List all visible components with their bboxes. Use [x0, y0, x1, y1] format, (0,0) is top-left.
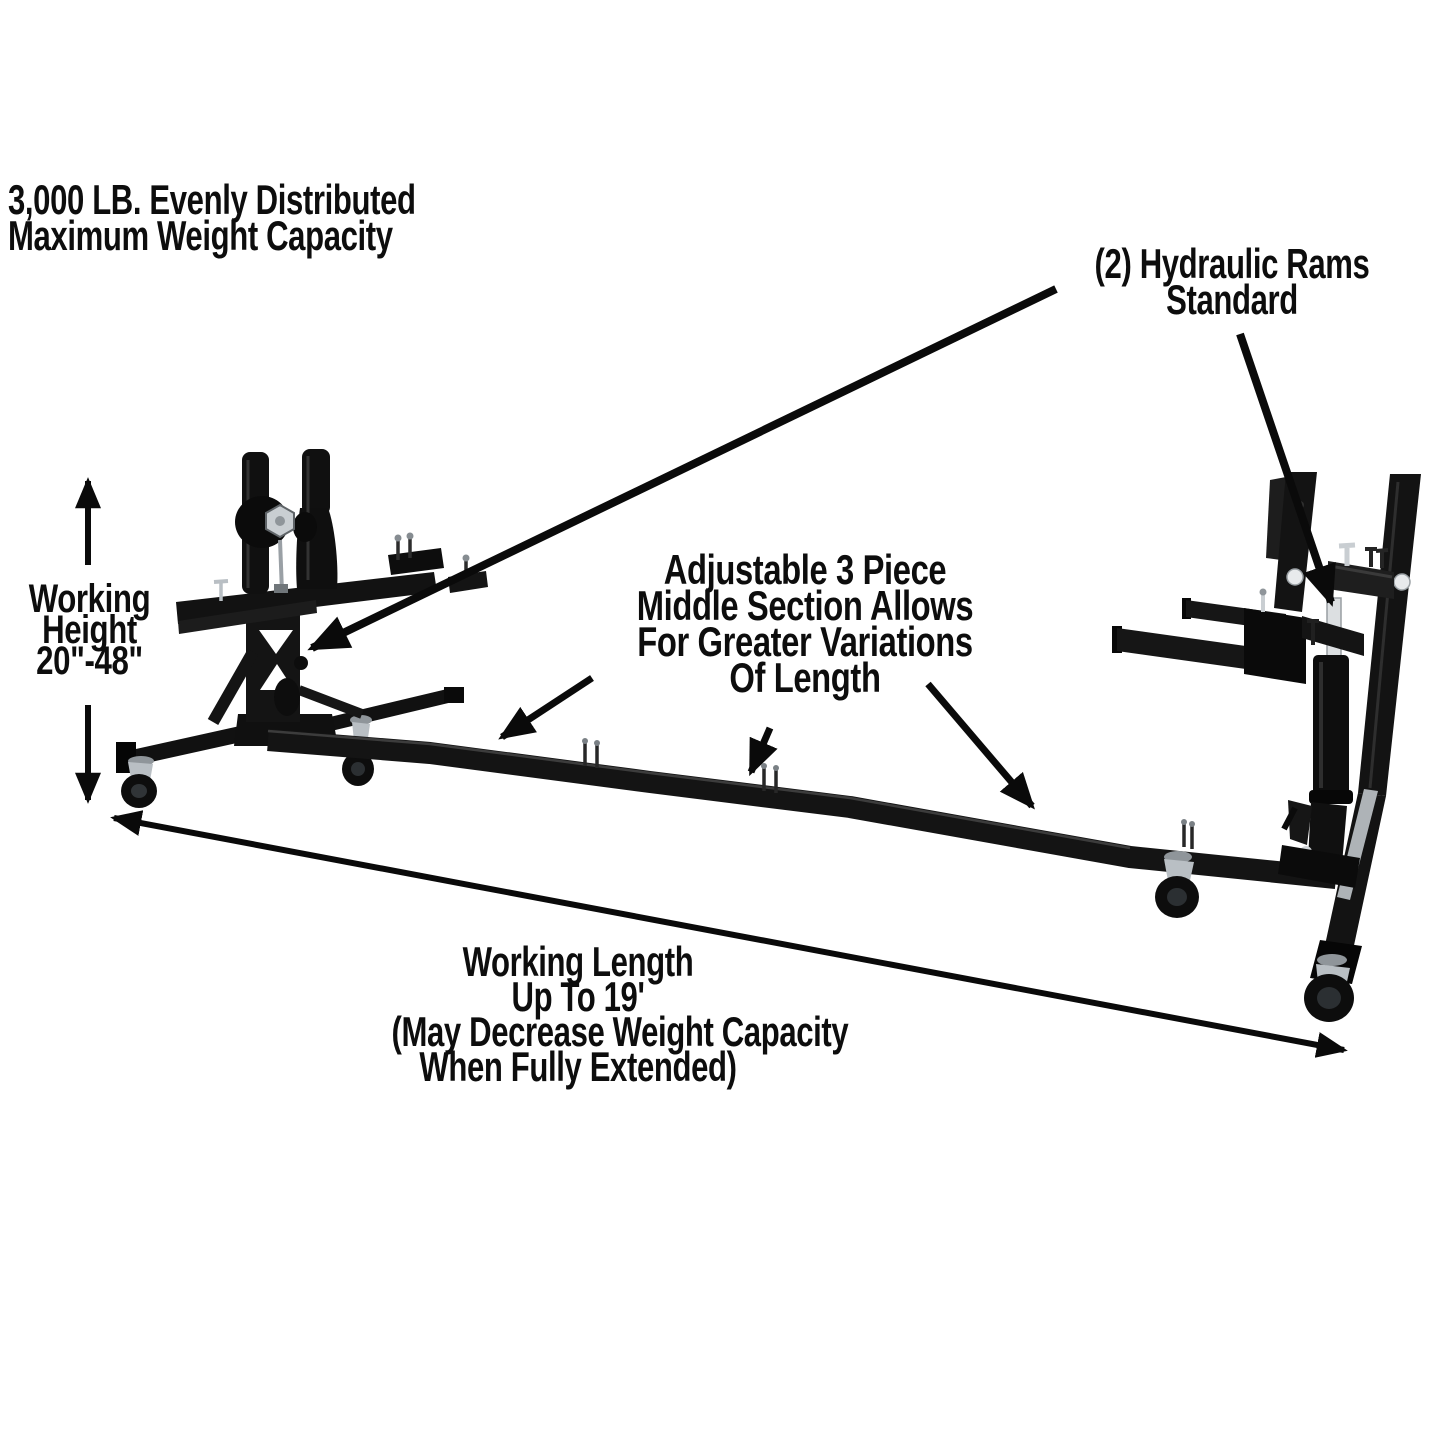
hydraulic-ram-pointer-right [1236, 332, 1336, 607]
annotation-arrows [75, 285, 1348, 1058]
working-length-arrow [110, 810, 1348, 1058]
left-a-frame-leg [207, 649, 259, 725]
working-length-callout: Working Length Up To 19' (May Decrease W… [391, 938, 849, 1090]
right-front-post [1274, 472, 1317, 612]
working-length-line-3: (May Decrease Weight Capacity [391, 1008, 849, 1055]
left-rear-bracket [388, 548, 444, 575]
right-rear-leg [1358, 474, 1421, 796]
foot-pedal [274, 678, 300, 716]
pivot-clamp [235, 496, 317, 593]
hydraulic-ram-cylinder [1313, 655, 1349, 795]
pump-bracket [1288, 800, 1312, 845]
middle-section-pointer-right [925, 681, 1035, 810]
working-height-line-1: Working [28, 577, 151, 621]
hydraulic-ram-pointer-left [307, 285, 1058, 652]
working-height-callout: Working Height 20"-48" [13, 577, 165, 683]
middle-section-line-1: Adjustable 3 Piece [663, 546, 947, 593]
left-stand [116, 449, 488, 808]
adjustment-pins [1338, 542, 1389, 568]
middle-section-line-3: For Greater Variations [637, 618, 973, 665]
working-height-line-2: Height [42, 608, 137, 652]
rams-line-2: Standard [1166, 276, 1298, 323]
working-height-line-3: 20"-48" [36, 639, 143, 683]
middle-section-pointer-center [747, 726, 778, 777]
middle-section-callout: Adjustable 3 Piece Middle Section Allows… [624, 546, 986, 701]
caster-front-left [121, 756, 157, 808]
max-capacity-callout: 3,000 LB. Evenly Distributed Maximum Wei… [8, 176, 416, 259]
middle-section-line-2: Middle Section Allows [636, 582, 974, 629]
working-length-line-1: Working Length [462, 938, 694, 985]
middle-section-pointer-left [498, 675, 594, 740]
working-length-line-2: Up To 19' [511, 973, 645, 1020]
right-stand [1112, 472, 1421, 1022]
left-support-table [176, 572, 437, 624]
hydraulic-rams-callout: (2) Hydraulic Rams Standard [1075, 240, 1389, 323]
working-length-line-4: When Fully Extended) [419, 1043, 737, 1090]
threaded-rod [278, 539, 284, 593]
left-post-rear [302, 449, 330, 515]
capacity-line-2: Maximum Weight Capacity [8, 212, 393, 259]
left-base-rear-arm [316, 688, 454, 734]
middle-section-line-4: Of Length [729, 654, 881, 701]
receiver-bracket [1244, 608, 1306, 684]
right-support-arms [1112, 588, 1364, 684]
rams-line-1: (2) Hydraulic Rams [1094, 240, 1370, 287]
capacity-line-1: 3,000 LB. Evenly Distributed [8, 176, 416, 223]
right-cross-beam [1328, 561, 1394, 599]
